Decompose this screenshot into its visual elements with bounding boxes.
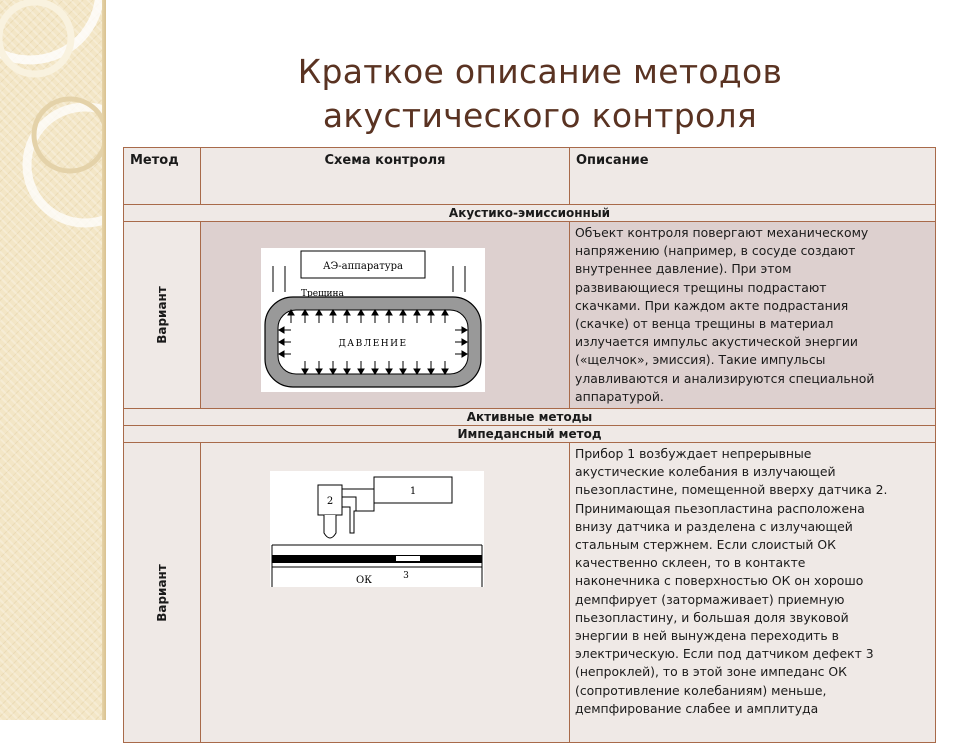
description-line: излучается импульс акустической энергии xyxy=(575,334,858,350)
header-method: Метод xyxy=(123,147,201,205)
description-line: демпфирует (затормаживает) приемную xyxy=(575,591,845,607)
object-label: ОК xyxy=(356,575,372,586)
description-line: скачками. При каждом акте подрастания xyxy=(575,297,849,313)
description-line: наконечника с поверхностью ОК он хорошо xyxy=(575,573,864,589)
section-row-impedance-method: Импедансный метод xyxy=(123,425,936,443)
description-line: демпфирование слабее и амплитуда xyxy=(575,700,819,716)
table-row: Вариант 1 2 xyxy=(123,442,936,743)
description-cell: Объект контроля повергают механическому … xyxy=(569,221,936,409)
acoustic-emission-diagram: АЭ-аппаратура Трещина xyxy=(261,248,485,392)
description-cell: Прибор 1 возбуждает непрерывные акустиче… xyxy=(569,442,936,743)
description-line: напряжению (например, в сосуде создают xyxy=(575,243,856,259)
pressure-label: ДАВЛЕНИЕ xyxy=(338,339,407,349)
table-row: Вариант АЭ-аппаратура Трещина xyxy=(123,221,936,409)
method-label: Вариант xyxy=(155,563,169,622)
description-line: пьезопластину, и большая доля звуковой xyxy=(575,609,849,625)
description-line: улавливаются и анализируются специальной xyxy=(575,370,875,386)
description-line: энергии в ней вынуждена переходить в xyxy=(575,628,839,644)
title-line-1: Краткое описание методов xyxy=(297,52,783,91)
methods-table: Метод Схема контроля Описание Акустико-э… xyxy=(123,147,936,743)
description-line: аппаратурой. xyxy=(575,388,664,404)
description-line: («щелчок», эмиссия). Такие импульсы xyxy=(575,352,826,368)
method-cell: Вариант xyxy=(123,442,201,743)
description-line: электрическую. Если под датчиком дефект … xyxy=(575,646,874,662)
description-line: Принимающая пьезопластина расположена xyxy=(575,500,865,516)
method-cell: Вариант xyxy=(123,221,201,409)
section-row-active-methods: Активные методы xyxy=(123,408,936,426)
slide-title: Краткое описание методов акустического к… xyxy=(200,50,880,138)
description-line: акустические колебания в излучающей xyxy=(575,464,836,480)
section-acoustic-emission: Акустико-эмиссионный xyxy=(123,204,936,222)
description-line: развивающиеся трещины подрастают xyxy=(575,279,827,295)
box2-label: 2 xyxy=(327,496,333,507)
box1-label: 1 xyxy=(410,486,416,497)
description-line: (сопротивление колебаниям) меньше, xyxy=(575,682,827,698)
decorative-rings xyxy=(0,0,106,228)
decorative-side-strip xyxy=(0,0,106,720)
description-line: Прибор 1 возбуждает непрерывные xyxy=(575,446,812,461)
description-line: стальным стержнем. Если слоистый ОК xyxy=(575,537,836,553)
description-line: пьезопластине, помещенной вверху датчика… xyxy=(575,482,888,498)
defect-label: 3 xyxy=(403,571,409,581)
table-header-row: Метод Схема контроля Описание xyxy=(123,147,936,205)
description-line: внутреннее давление). При этом xyxy=(575,261,792,277)
apparatus-label: АЭ-аппаратура xyxy=(323,261,403,272)
scheme-cell: АЭ-аппаратура Трещина xyxy=(200,221,570,409)
impedance-diagram: 1 2 ОК 3 xyxy=(270,471,484,587)
description-line: качественно склеен, то в контакте xyxy=(575,555,806,571)
crack-label: Трещина xyxy=(301,289,344,299)
scheme-cell: 1 2 ОК 3 xyxy=(200,442,570,743)
description-line: (непроклей), то в этой зоне импеданс ОК xyxy=(575,664,847,680)
description-line: (скачке) от венца трещины в материал xyxy=(575,316,834,332)
method-label: Вариант xyxy=(155,286,169,344)
header-scheme: Схема контроля xyxy=(200,147,570,205)
section-active-methods: Активные методы xyxy=(123,408,936,426)
header-description: Описание xyxy=(569,147,936,205)
section-impedance-method: Импедансный метод xyxy=(123,425,936,443)
title-line-2: акустического контроля xyxy=(322,96,758,135)
description-line: Объект контроля повергают механическому xyxy=(575,225,869,240)
description-line: внизу датчика и разделена с излучающей xyxy=(575,518,853,534)
section-row-acoustic-emission: Акустико-эмиссионный xyxy=(123,204,936,222)
